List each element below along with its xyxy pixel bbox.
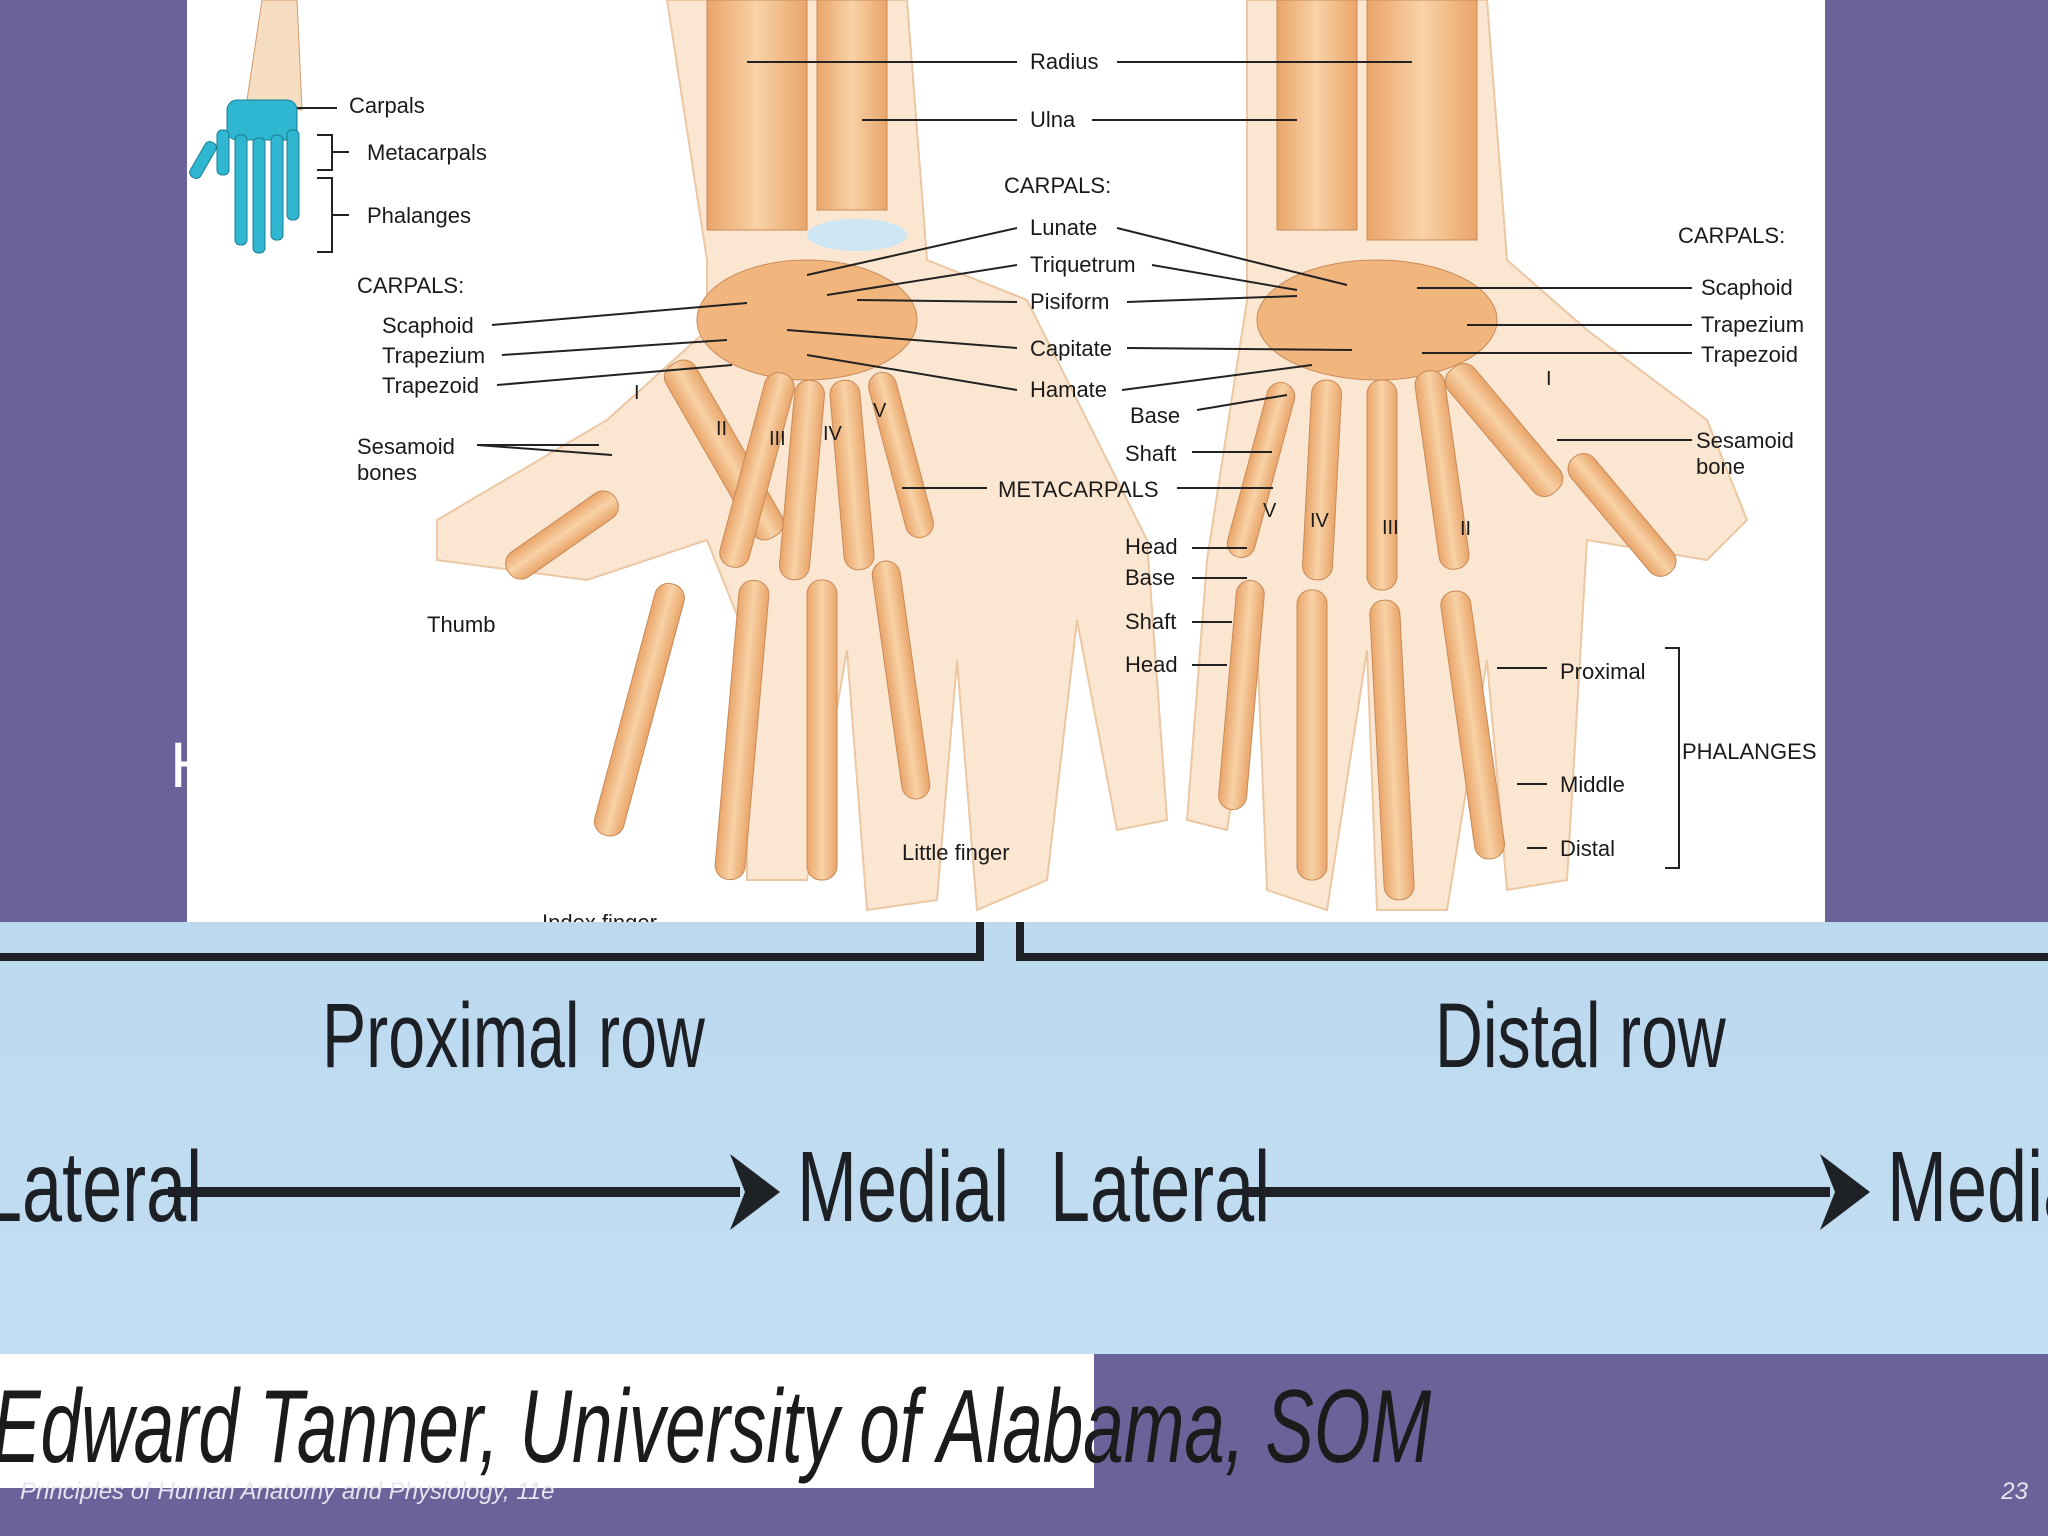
right-carpals-heading: CARPALS: <box>1678 223 1786 248</box>
label-ulna: Ulna <box>1030 107 1076 132</box>
inset-label-carpals: Carpals <box>349 93 425 118</box>
right-label-sesamoid-bone: Sesamoid bone <box>1696 428 1794 480</box>
label-radius: Radius <box>1030 49 1099 74</box>
roman-v-right: V <box>1263 500 1277 522</box>
roman-iv-right: IV <box>1310 510 1329 532</box>
page-number: 23 <box>2001 1478 2028 1505</box>
label-phalanges: PHALANGES <box>1682 739 1817 764</box>
roman-i-left: I <box>634 382 640 404</box>
slide-footer: Principles of Human Anatomy and Physiolo… <box>20 1478 555 1505</box>
left-label-sesamoid-bones: Sesamoid bones <box>357 434 455 486</box>
inset-hand-illustration <box>189 0 303 254</box>
roman-iv-left: IV <box>823 423 842 445</box>
credit-bar <box>0 1354 1094 1488</box>
label-proximal-phalanx: Proximal <box>1560 659 1646 684</box>
roman-v-left: V <box>873 400 887 422</box>
left-label-trapezium: Trapezium <box>382 343 486 368</box>
label-distal-phalanx: Distal <box>1560 836 1616 861</box>
label-shaft: Shaft <box>1125 441 1177 466</box>
right-label-trapezium: Trapezium <box>1701 312 1805 337</box>
leader-lines <box>297 61 1692 869</box>
inset-label-metacarpals: Metacarpals <box>367 140 487 165</box>
carpal-rows-band: Proximal row Distal row Lateral Medial L… <box>0 922 2048 1354</box>
label-phalanx-head: Head <box>1125 652 1178 677</box>
label-pisiform: Pisiform <box>1030 289 1110 314</box>
left-label-trapezoid: Trapezoid <box>382 373 480 398</box>
left-label-thumb: Thumb <box>427 612 496 637</box>
proximal-row-title: Proximal row <box>322 985 705 1087</box>
right-hand-illustration <box>1185 0 1749 912</box>
label-hamate: Hamate <box>1030 377 1108 402</box>
label-base: Base <box>1130 403 1181 428</box>
distal-medial-label: Medial <box>1887 1131 2048 1243</box>
label-metacarpals: METACARPALS <box>998 477 1159 502</box>
label-middle-phalanx: Middle <box>1560 772 1625 797</box>
label-head: Head <box>1125 534 1178 559</box>
label-capitate: Capitate <box>1030 336 1112 361</box>
distal-lateral-label: Lateral <box>1050 1131 1271 1243</box>
roman-iii-left: III <box>769 428 786 450</box>
roman-ii-right: II <box>1460 518 1472 540</box>
label-phalanx-base: Base <box>1125 565 1176 590</box>
roman-i-right: I <box>1546 368 1552 390</box>
label-lunate: Lunate <box>1030 215 1098 240</box>
left-label-index-finger: Index finger <box>542 912 657 923</box>
inset-label-phalanges: Phalanges <box>367 203 471 228</box>
proximal-medial-label: Medial <box>797 1131 1010 1243</box>
distal-row-title: Distal row <box>1435 985 1726 1087</box>
left-label-scaphoid: Scaphoid <box>382 313 474 338</box>
left-carpals-heading: CARPALS: <box>357 273 465 298</box>
proximal-lateral-label: Lateral <box>0 1131 203 1243</box>
image-credit: Edward Tanner, University of Alabama, SO… <box>0 1369 1432 1485</box>
hand-illustration <box>189 0 1749 912</box>
right-label-trapezoid: Trapezoid <box>1701 342 1799 367</box>
center-carpals-heading: CARPALS: <box>1004 173 1112 198</box>
roman-ii-left: II <box>716 418 728 440</box>
roman-iii-right: III <box>1382 517 1399 539</box>
right-label-scaphoid: Scaphoid <box>1701 275 1793 300</box>
left-label-little-finger: Little finger <box>902 840 1010 865</box>
hand-bones-figure: Carpals Metacarpals Phalanges CARPALS: S… <box>187 0 1825 922</box>
band-brackets-arrows <box>0 922 2048 1230</box>
left-hand-illustration <box>436 0 1169 912</box>
label-triquetrum: Triquetrum <box>1030 252 1136 277</box>
label-phalanx-shaft: Shaft <box>1125 609 1177 634</box>
